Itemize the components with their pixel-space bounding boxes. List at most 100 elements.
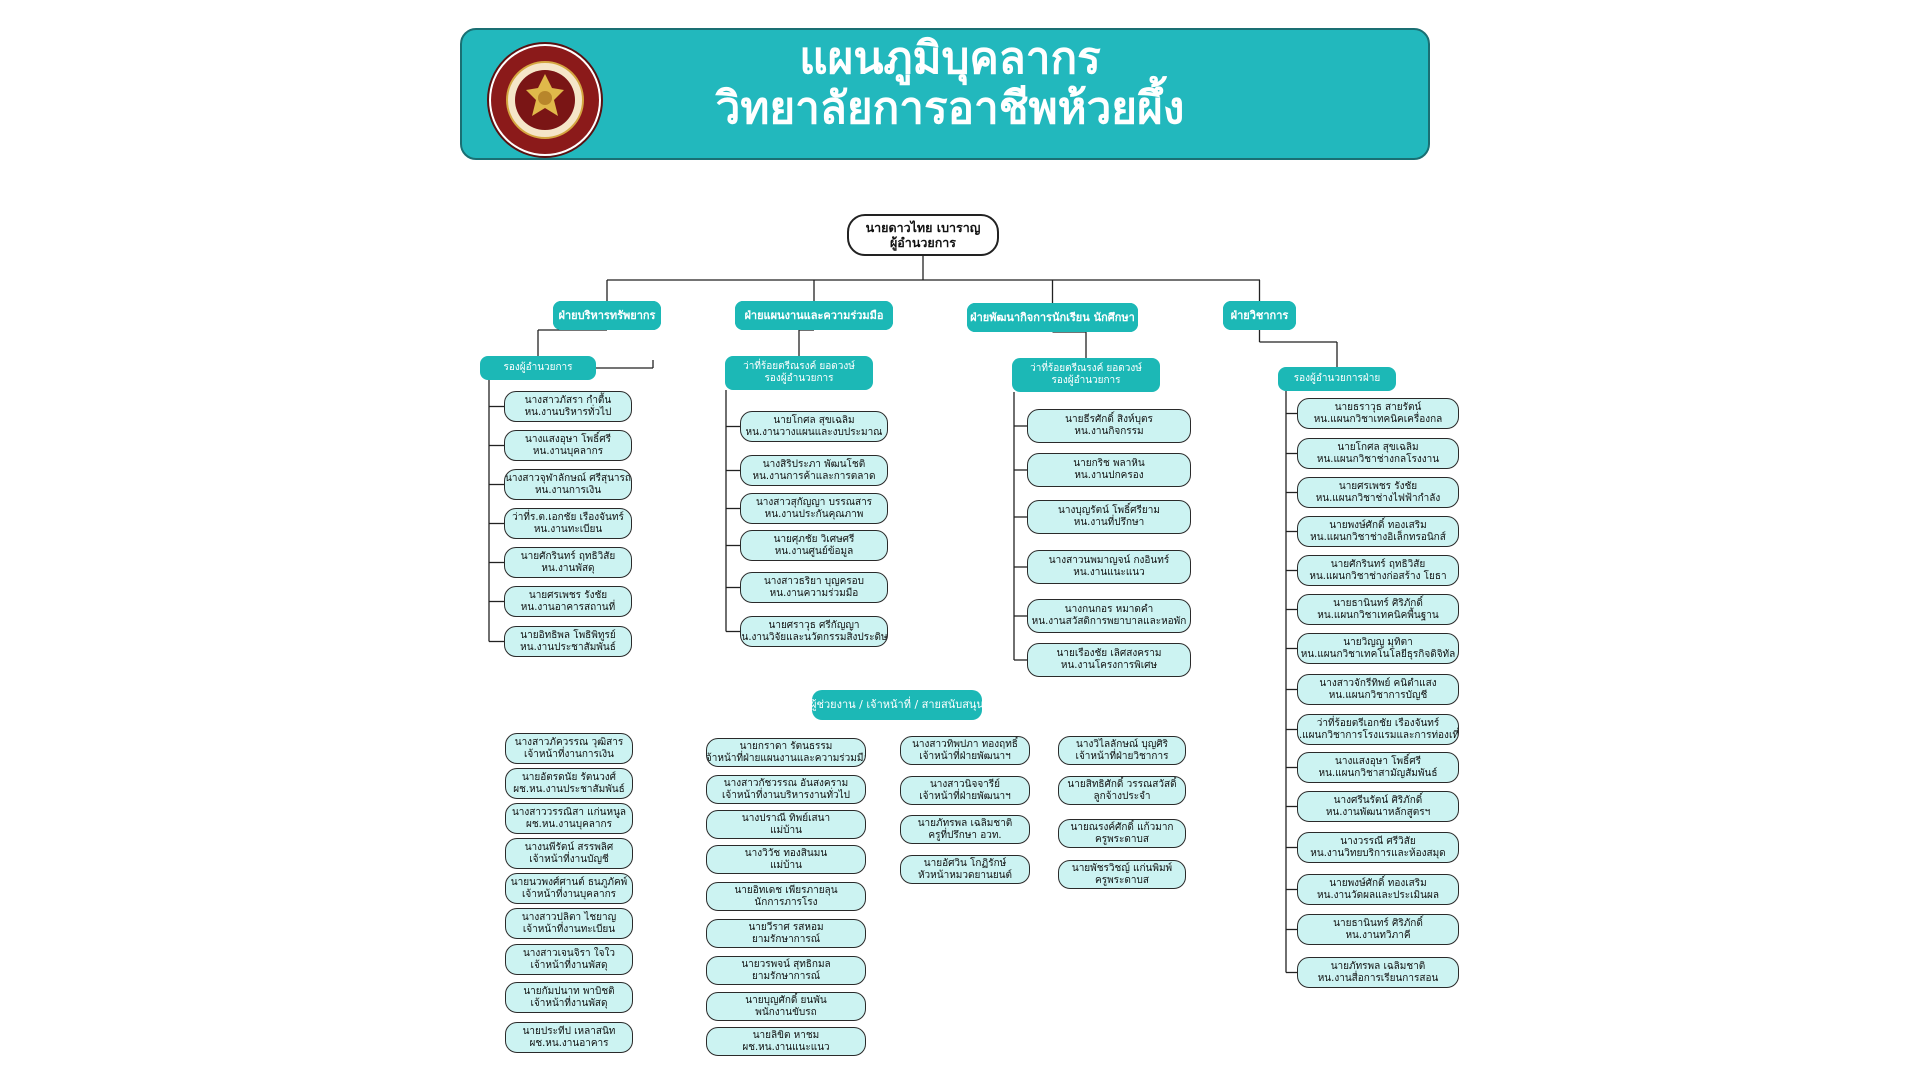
- dept-3-member-1: นายธีรศักดิ์ สิงห์บุตรหน.งานกิจกรรม: [1027, 409, 1191, 443]
- dept-4-member-11: นางศรีนรัตน์ ศิริภักดิ์หน.งานพัฒนาหลักสู…: [1297, 791, 1459, 822]
- dept-4-member-14: นายธานินทร์ ศิริภักดิ์หน.งานทวิภาคี: [1297, 914, 1459, 945]
- support-col-3-item-2: นางสาวนิจจารีย์เจ้าหน้าที่ฝ่ายพัฒนาฯ: [900, 776, 1030, 805]
- dept-4-member-8: นางสาวจักรีทิพย์ คนิตำแสงหน.แผนกวิชาการบ…: [1297, 674, 1459, 705]
- dept-3-member-5-line-1: นางกนกอร หมาดคำ: [1064, 604, 1154, 615]
- support-col-2-item-1-line-1: นายกราดา รัตนธรรม: [739, 740, 833, 752]
- dept-3-member-1-line-2: หน.งานกิจกรรม: [1074, 426, 1144, 437]
- dept-4-member-1-line-2: หน.แผนกวิชาเทคนิคเครื่องกล: [1313, 413, 1443, 425]
- dept-label-4: ฝ่ายวิชาการ: [1223, 301, 1296, 330]
- support-col-4-item-4-line-1: นายพัชรวิชญ์ แก่นพิมพ์: [1071, 862, 1173, 874]
- dept-3-member-4-line-2: หน.งานแนะแนว: [1073, 567, 1145, 578]
- dept-3-member-4: นางสาวนพมาญจน์ กงอินทร์หน.งานแนะแนว: [1027, 550, 1191, 584]
- dept-2-member-6-line-2: หน.งานวิจัยและนวัตกรรมสิ่งประดิษฐ์: [740, 631, 888, 643]
- dept-1-member-3-line-1: นางสาวจุฬาลักษณ์ ศรีสุนารถ: [505, 472, 631, 484]
- dept-label-3-line-1: ฝ่ายพัฒนากิจการนักเรียน นักศึกษา: [970, 310, 1135, 324]
- dept-label-1-line-1: ฝ่ายบริหารทรัพยากร: [558, 308, 656, 322]
- dept-2-member-1-line-1: นายโกศล สุขเฉลิม: [773, 414, 855, 426]
- dept-4-member-10: นางแสงอุษา โพธิ์ศรีหน.แผนกวิชาสามัญสัมพั…: [1297, 752, 1459, 783]
- dept-4-member-15-line-1: นายภัทรพล เฉลิมชาติ: [1330, 960, 1426, 972]
- dept-deputy-3: ว่าที่ร้อยตรีณรงค์ ยอดวงษ์รองผู้อำนวยการ: [1012, 358, 1160, 392]
- support-col-3-item-4-line-2: หัวหน้าหมวดยานยนต์: [917, 869, 1013, 881]
- support-col-3-item-1-line-1: นางสาวทิพปภา ทองฤทธิ์: [912, 738, 1018, 750]
- support-col-2-item-5-line-1: นายอิทเดช เพียรภายลุน: [734, 884, 838, 896]
- support-col-1-item-2-line-2: ผช.หน.งานประชาสัมพันธ์: [513, 783, 625, 795]
- dept-4-member-15-line-2: หน.งานสื่อการเรียนการสอน: [1317, 972, 1439, 984]
- support-col-2-item-8-line-1: นายบุญศักดิ์ ยนพัน: [745, 994, 827, 1006]
- support-col-2-item-1-line-2: เจ้าหน้าที่ฝ่ายแผนงานและความร่วมมือ: [706, 752, 866, 764]
- support-col-2-item-3-line-2: แม่บ้าน: [770, 824, 802, 836]
- dept-2-member-3-line-1: นางสาวสุกัญญา บรรณสาร: [755, 496, 873, 508]
- support-col-4-item-4: นายพัชรวิชญ์ แก่นพิมพ์ครูพระดาบส: [1058, 860, 1186, 889]
- dept-4-member-8-line-2: หน.แผนกวิชาการบัญชี: [1328, 689, 1428, 701]
- dept-4-member-3: นายศรเพชร รังชัยหน.แผนกวิชาช่างไฟฟ้ากำลั…: [1297, 477, 1459, 508]
- dept-2-member-5: นางสาวธริยา บุญครอบหน.งานความร่วมมือ: [740, 572, 888, 603]
- dept-4-member-4: นายพงษ์ศักดิ์ ทองเสริมหน.แผนกวิชาช่างอิเ…: [1297, 516, 1459, 547]
- dept-4-member-9: ว่าที่ร้อยตรีเอกชัย เรืองจันทร์หน.แผนกวิ…: [1297, 714, 1459, 745]
- support-col-2-item-9-line-2: ผช.หน.งานแนะแนว: [742, 1041, 830, 1053]
- support-col-1-item-3: นางสาววรรณิสา แก่นหนูลผช.หน.งานบุคลากร: [505, 803, 633, 834]
- support-col-1-item-7-line-1: นางสาวเจนจิรา ใจใว: [522, 947, 616, 959]
- dept-1-member-2-line-1: นางแสงอุษา โพธิ์ศรี: [525, 433, 611, 445]
- support-col-1-item-3-line-2: ผช.หน.งานบุคลากร: [526, 818, 612, 830]
- dept-1-member-2-line-2: หน.งานบุคลากร: [532, 445, 604, 457]
- dept-2-member-4: นายศุภชัย วิเศษศรีหน.งานศูนย์ข้อมูล: [740, 530, 888, 561]
- dept-3-member-6-line-1: นายเรืองชัย เลิศสงคราม: [1056, 648, 1162, 659]
- dept-4-member-12-line-1: นางวรรณี ศรีวิสัย: [1340, 835, 1416, 847]
- support-col-1-item-3-line-1: นางสาววรรณิสา แก่นหนูล: [511, 806, 627, 818]
- dept-2-member-4-line-1: นายศุภชัย วิเศษศรี: [773, 533, 855, 545]
- dept-deputy-2-line-2: รองผู้อำนวยการ: [764, 373, 834, 384]
- dept-4-member-2: นายโกศล สุขเฉลิมหน.แผนกวิชาช่างกลโรงงาน: [1297, 438, 1459, 469]
- dept-3-member-6-line-2: หน.งานโครงการพิเศษ: [1060, 660, 1158, 671]
- dept-4-member-13-line-1: นายพงษ์ศักดิ์ ทองเสริม: [1329, 877, 1427, 889]
- dept-4-member-6-line-2: หน.แผนกวิชาเทคนิคพื้นฐาน: [1317, 609, 1439, 621]
- dept-1-member-7: นายอิทธิพล โพธิพิทูรย์หน.งานประชาสัมพันธ…: [504, 626, 632, 657]
- support-col-2-item-3: นางปราณี ทิพย์เสนาแม่บ้าน: [706, 810, 866, 839]
- dept-4-member-13: นายพงษ์ศักดิ์ ทองเสริมหน.งานวัดผลและประเ…: [1297, 874, 1459, 905]
- dept-4-member-14-line-1: นายธานินทร์ ศิริภักดิ์: [1333, 917, 1423, 929]
- support-col-1-item-6-line-2: เจ้าหน้าที่งานทะเบียน: [522, 923, 616, 935]
- dept-4-member-4-line-1: นายพงษ์ศักดิ์ ทองเสริม: [1329, 519, 1427, 531]
- support-col-2-item-2-line-1: นางสาวกัชวรรณ อันสงคราม: [723, 777, 849, 789]
- support-col-2-item-8: นายบุญศักดิ์ ยนพันพนักงานขับรถ: [706, 992, 866, 1021]
- dept-4-member-7: นายวิญญู มุทิตาหน.แผนกวิชาเทคโนโลยีธุรกิ…: [1297, 633, 1459, 664]
- dept-deputy-3-line-1: ว่าที่ร้อยตรีณรงค์ ยอดวงษ์: [1030, 363, 1142, 374]
- support-col-1-item-7: นางสาวเจนจิรา ใจใวเจ้าหน้าที่งานพัสดุ: [505, 944, 633, 975]
- director-role: ผู้อำนวยการ: [889, 235, 957, 250]
- dept-2-member-1: นายโกศล สุขเฉลิมหน.งานวางแผนและงบประมาณ: [740, 411, 888, 442]
- support-col-3-item-2-line-2: เจ้าหน้าที่ฝ่ายพัฒนาฯ: [919, 790, 1011, 802]
- dept-1-member-6-line-1: นายศรเพชร รังชัย: [528, 589, 608, 601]
- dept-4-member-10-line-1: นางแสงอุษา โพธิ์ศรี: [1335, 755, 1421, 767]
- dept-4-member-15: นายภัทรพล เฉลิมชาติหน.งานสื่อการเรียนการ…: [1297, 957, 1459, 988]
- dept-3-member-2: นายกริช พลาหินหน.งานปกครอง: [1027, 453, 1191, 487]
- support-col-1-item-5-line-2: เจ้าหน้าที่งานบุคลากร: [521, 888, 617, 900]
- dept-label-2-line-1: ฝ่ายแผนงานและความร่วมมือ: [744, 308, 884, 322]
- dept-4-member-10-line-2: หน.แผนกวิชาสามัญสัมพันธ์: [1318, 767, 1438, 779]
- support-col-4-item-3-line-1: นายณรงค์ศักดิ์ แก้วมาก: [1070, 821, 1174, 833]
- dept-2-member-5-line-2: หน.งานความร่วมมือ: [769, 587, 859, 599]
- support-col-2-item-7: นายวรพจน์ สุทธิกมลยามรักษาการณ์: [706, 956, 866, 985]
- dept-deputy-2: ว่าที่ร้อยตรีณรงค์ ยอดวงษ์รองผู้อำนวยการ: [725, 356, 873, 390]
- dept-deputy-4: รองผู้อำนวยการฝ่าย: [1278, 367, 1396, 391]
- support-col-1-item-1: นางสาวภัควรรณ วุฒิสารเจ้าหน้าที่งานการเง…: [505, 733, 633, 764]
- dept-label-4-line-1: ฝ่ายวิชาการ: [1230, 308, 1289, 322]
- dept-1-member-5: นายศักรินทร์ ฤทธิวิสัยหน.งานพัสดุ: [504, 547, 632, 578]
- dept-3-member-3-line-1: นางบุญรัตน์ โพธิ์ศรียาม: [1058, 505, 1160, 516]
- dept-4-member-5-line-2: หน.แผนกวิชาช่างก่อสร้าง โยธา: [1309, 570, 1447, 582]
- dept-4-member-8-line-1: นางสาวจักรีทิพย์ คนิตำแสง: [1319, 677, 1437, 689]
- support-col-2-item-9: นายลิขิต หาชมผช.หน.งานแนะแนว: [706, 1027, 866, 1056]
- support-staff-label: ผู้ช่วยงาน / เจ้าหน้าที่ / สายสนับสนุน: [812, 690, 982, 720]
- dept-4-member-3-line-1: นายศรเพชร รังชัย: [1338, 480, 1418, 492]
- support-col-2-item-6-line-2: ยามรักษาการณ์: [751, 933, 821, 945]
- dept-4-member-2-line-2: หน.แผนกวิชาช่างกลโรงงาน: [1316, 453, 1440, 465]
- dept-deputy-2-line-1: ว่าที่ร้อยตรีณรงค์ ยอดวงษ์: [743, 361, 855, 372]
- dept-deputy-4-line-1: รองผู้อำนวยการฝ่าย: [1293, 373, 1381, 384]
- support-col-4-item-3-line-2: ครูพระดาบส: [1095, 833, 1149, 845]
- support-col-1-item-4: นางนพีรัตน์ สรรพลิศเจ้าหน้าที่งานบัญชี: [505, 838, 633, 869]
- dept-1-member-4-line-1: ว่าที่ร.ต.เอกชัย เรืองจันทร์: [512, 511, 624, 523]
- support-staff-label-text: ผู้ช่วยงาน / เจ้าหน้าที่ / สายสนับสนุน: [812, 698, 982, 711]
- support-col-3-item-4: นายอัศวิน โกฏิรักษ์หัวหน้าหมวดยานยนต์: [900, 855, 1030, 884]
- support-col-2-item-4-line-2: แม่บ้าน: [770, 859, 802, 871]
- support-col-3-item-3-line-1: นายภัทรพล เฉลิมชาติ: [917, 817, 1013, 829]
- support-col-1-item-2-line-1: นายอัตรดนัย รัตนวงศ์: [521, 771, 617, 783]
- dept-3-member-2-line-1: นายกริช พลาหิน: [1073, 458, 1145, 469]
